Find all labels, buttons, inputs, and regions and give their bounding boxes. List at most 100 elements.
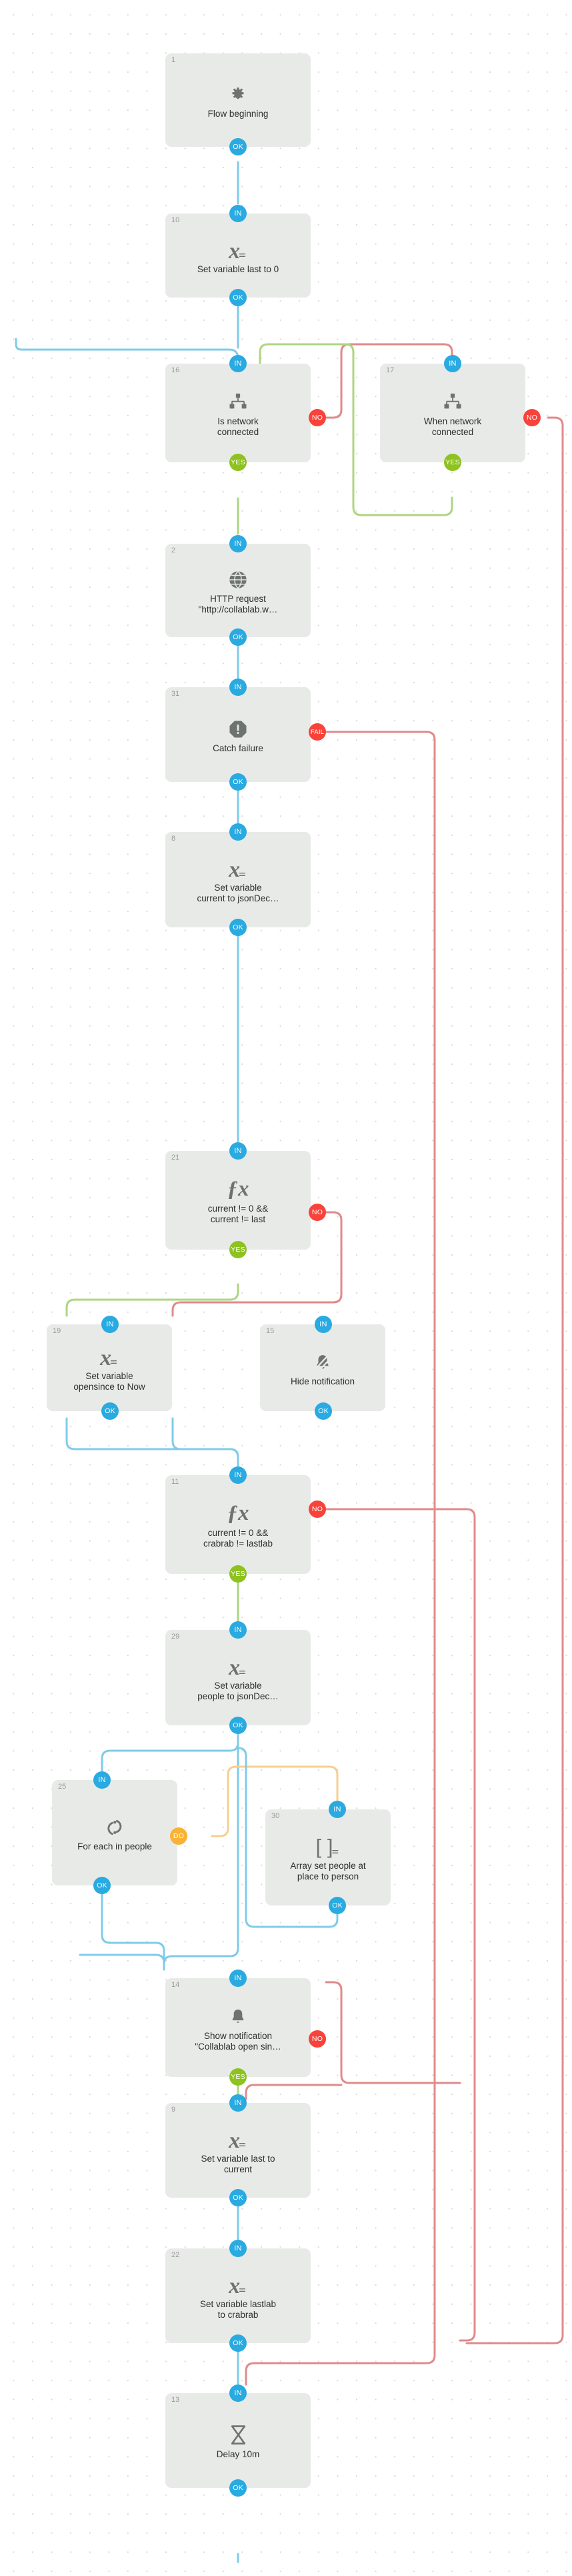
port-in[interactable]: IN <box>229 1142 247 1160</box>
node-set-variable-last-current[interactable]: 9 x= Set variable last to current IN OK <box>165 2094 311 2206</box>
node-condition-crabrab-lastlab[interactable]: 11 ƒx current != 0 && crabrab != lastlab… <box>165 1466 326 1583</box>
node-set-variable-lastlab[interactable]: 22 x= Set variable lastlab to crabrab IN… <box>165 2240 311 2352</box>
node-label: Set variable last to current <box>201 2153 275 2174</box>
port-in[interactable]: IN <box>229 2240 247 2257</box>
node-set-variable-last-0[interactable]: 10 x= Set variable last to 0 IN OK <box>165 205 311 306</box>
port-ok[interactable]: OK <box>229 1717 247 1734</box>
node-id: 9 <box>171 2106 176 2114</box>
node-label: Array set people at place to person <box>290 1860 366 1881</box>
node-label: Show notification "Collablab open sin… <box>195 2030 281 2052</box>
array-set-icon: [ ]= <box>315 1835 339 1859</box>
port-do[interactable]: DO <box>170 1827 187 1845</box>
port-in[interactable]: IN <box>229 823 247 841</box>
hourglass-icon <box>229 2422 247 2449</box>
node-set-variable-current[interactable]: 8 x= Set variable current to jsonDec… IN… <box>165 823 311 936</box>
port-ok[interactable]: OK <box>229 2479 247 2497</box>
network-icon <box>443 389 463 416</box>
port-in[interactable]: IN <box>93 1771 111 1789</box>
node-for-each-in-people[interactable]: 25 For each in people IN OK DO <box>52 1771 187 1894</box>
node-id: 16 <box>171 366 180 374</box>
bell-off-icon <box>313 1349 333 1376</box>
node-label: HTTP request "http://collablab.w… <box>198 593 278 614</box>
port-ok[interactable]: OK <box>229 773 247 791</box>
node-id: 29 <box>171 1633 180 1641</box>
set-variable-icon: x= <box>229 1655 246 1680</box>
port-no[interactable]: NO <box>523 409 541 426</box>
node-id: 10 <box>171 216 180 224</box>
gear-icon <box>227 81 249 108</box>
port-ok[interactable]: OK <box>229 628 247 646</box>
node-id: 21 <box>171 1154 180 1162</box>
node-id: 17 <box>386 366 395 374</box>
node-label: Set variable people to jsonDec… <box>197 1681 279 1701</box>
port-ok[interactable]: OK <box>229 2189 247 2206</box>
port-ok[interactable]: OK <box>229 919 247 936</box>
port-in[interactable]: IN <box>229 1466 247 1484</box>
port-yes[interactable]: YES <box>229 1241 247 1258</box>
port-no[interactable]: NO <box>309 2030 326 2048</box>
node-id: 25 <box>58 1783 67 1791</box>
node-id: 2 <box>171 546 176 554</box>
port-ok[interactable]: OK <box>315 1402 332 1420</box>
port-in[interactable]: IN <box>229 535 247 552</box>
port-ok[interactable]: OK <box>93 1877 111 1894</box>
node-id: 14 <box>171 1981 180 1989</box>
set-variable-icon: x= <box>229 238 246 264</box>
node-when-network-connected[interactable]: 17 When network connected IN YES NO <box>380 355 541 471</box>
node-http-request[interactable]: 2 HTTP request "http://collablab.w… IN O… <box>165 535 311 646</box>
port-ok[interactable]: OK <box>229 2334 247 2352</box>
node-id: 22 <box>171 2251 180 2259</box>
node-label: Delay 10m <box>216 2449 260 2459</box>
port-ok[interactable]: OK <box>329 1897 346 1914</box>
node-flow-beginning[interactable]: 1 Flow beginning OK <box>165 53 311 155</box>
port-fail[interactable]: FAIL <box>309 723 326 741</box>
node-condition-current-last[interactable]: 21 ƒx current != 0 && current != last IN… <box>165 1142 326 1258</box>
port-in[interactable]: IN <box>329 1801 346 1818</box>
port-in[interactable]: IN <box>229 679 247 696</box>
port-in[interactable]: IN <box>229 1970 247 1987</box>
port-in[interactable]: IN <box>229 355 247 372</box>
node-id: 8 <box>171 835 176 843</box>
set-variable-icon: x= <box>229 2273 246 2298</box>
node-label: For each in people <box>77 1841 152 1851</box>
port-ok[interactable]: OK <box>229 138 247 155</box>
port-in[interactable]: IN <box>229 205 247 222</box>
port-no[interactable]: NO <box>309 1500 326 1518</box>
port-yes[interactable]: YES <box>229 2068 247 2086</box>
node-array-set-people[interactable]: 30 [ ]= Array set people at place to per… <box>265 1801 391 1914</box>
node-id: 11 <box>171 1478 179 1486</box>
node-show-notification[interactable]: 14 Show notification "Collablab open sin… <box>165 1970 326 2086</box>
loop-icon <box>104 1814 125 1841</box>
port-yes[interactable]: YES <box>229 1565 247 1583</box>
node-set-variable-people[interactable]: 29 x= Set variable people to jsonDec… IN… <box>165 1621 311 1734</box>
port-in[interactable]: IN <box>229 1621 247 1639</box>
port-no[interactable]: NO <box>309 1204 326 1221</box>
node-delay[interactable]: 13 Delay 10m IN OK <box>165 2385 311 2497</box>
node-id: 31 <box>171 690 180 698</box>
node-set-variable-opensince[interactable]: 19 x= Set variable opensince to Now IN O… <box>47 1316 172 1420</box>
node-hide-notification[interactable]: 15 Hide notification IN OK <box>260 1316 385 1420</box>
node-label: current != 0 && current != last <box>207 1203 269 1224</box>
node-id: 19 <box>53 1327 61 1335</box>
port-in[interactable]: IN <box>444 355 461 372</box>
node-label: Catch failure <box>213 743 263 753</box>
port-in[interactable]: IN <box>315 1316 332 1333</box>
port-ok[interactable]: OK <box>229 289 247 306</box>
port-no[interactable]: NO <box>309 409 326 426</box>
node-label: Set variable current to jsonDec… <box>197 883 279 903</box>
node-catch-failure[interactable]: 31 Catch failure IN OK FAIL <box>165 679 326 791</box>
function-icon: ƒx <box>227 1501 249 1525</box>
bell-icon <box>229 2004 247 2030</box>
node-label: current != 0 && crabrab != lastlab <box>203 1527 273 1549</box>
port-ok[interactable]: OK <box>101 1402 119 1420</box>
port-in[interactable]: IN <box>101 1316 119 1333</box>
port-in[interactable]: IN <box>229 2385 247 2402</box>
port-yes[interactable]: YES <box>229 454 247 471</box>
node-label: Set variable opensince to Now <box>73 1370 145 1392</box>
port-yes[interactable]: YES <box>444 454 461 471</box>
port-in[interactable]: IN <box>229 2094 247 2112</box>
set-variable-icon: x= <box>229 857 246 882</box>
node-id: 13 <box>171 2396 180 2404</box>
node-is-network-connected[interactable]: 16 Is network connected IN YES NO <box>165 355 326 471</box>
